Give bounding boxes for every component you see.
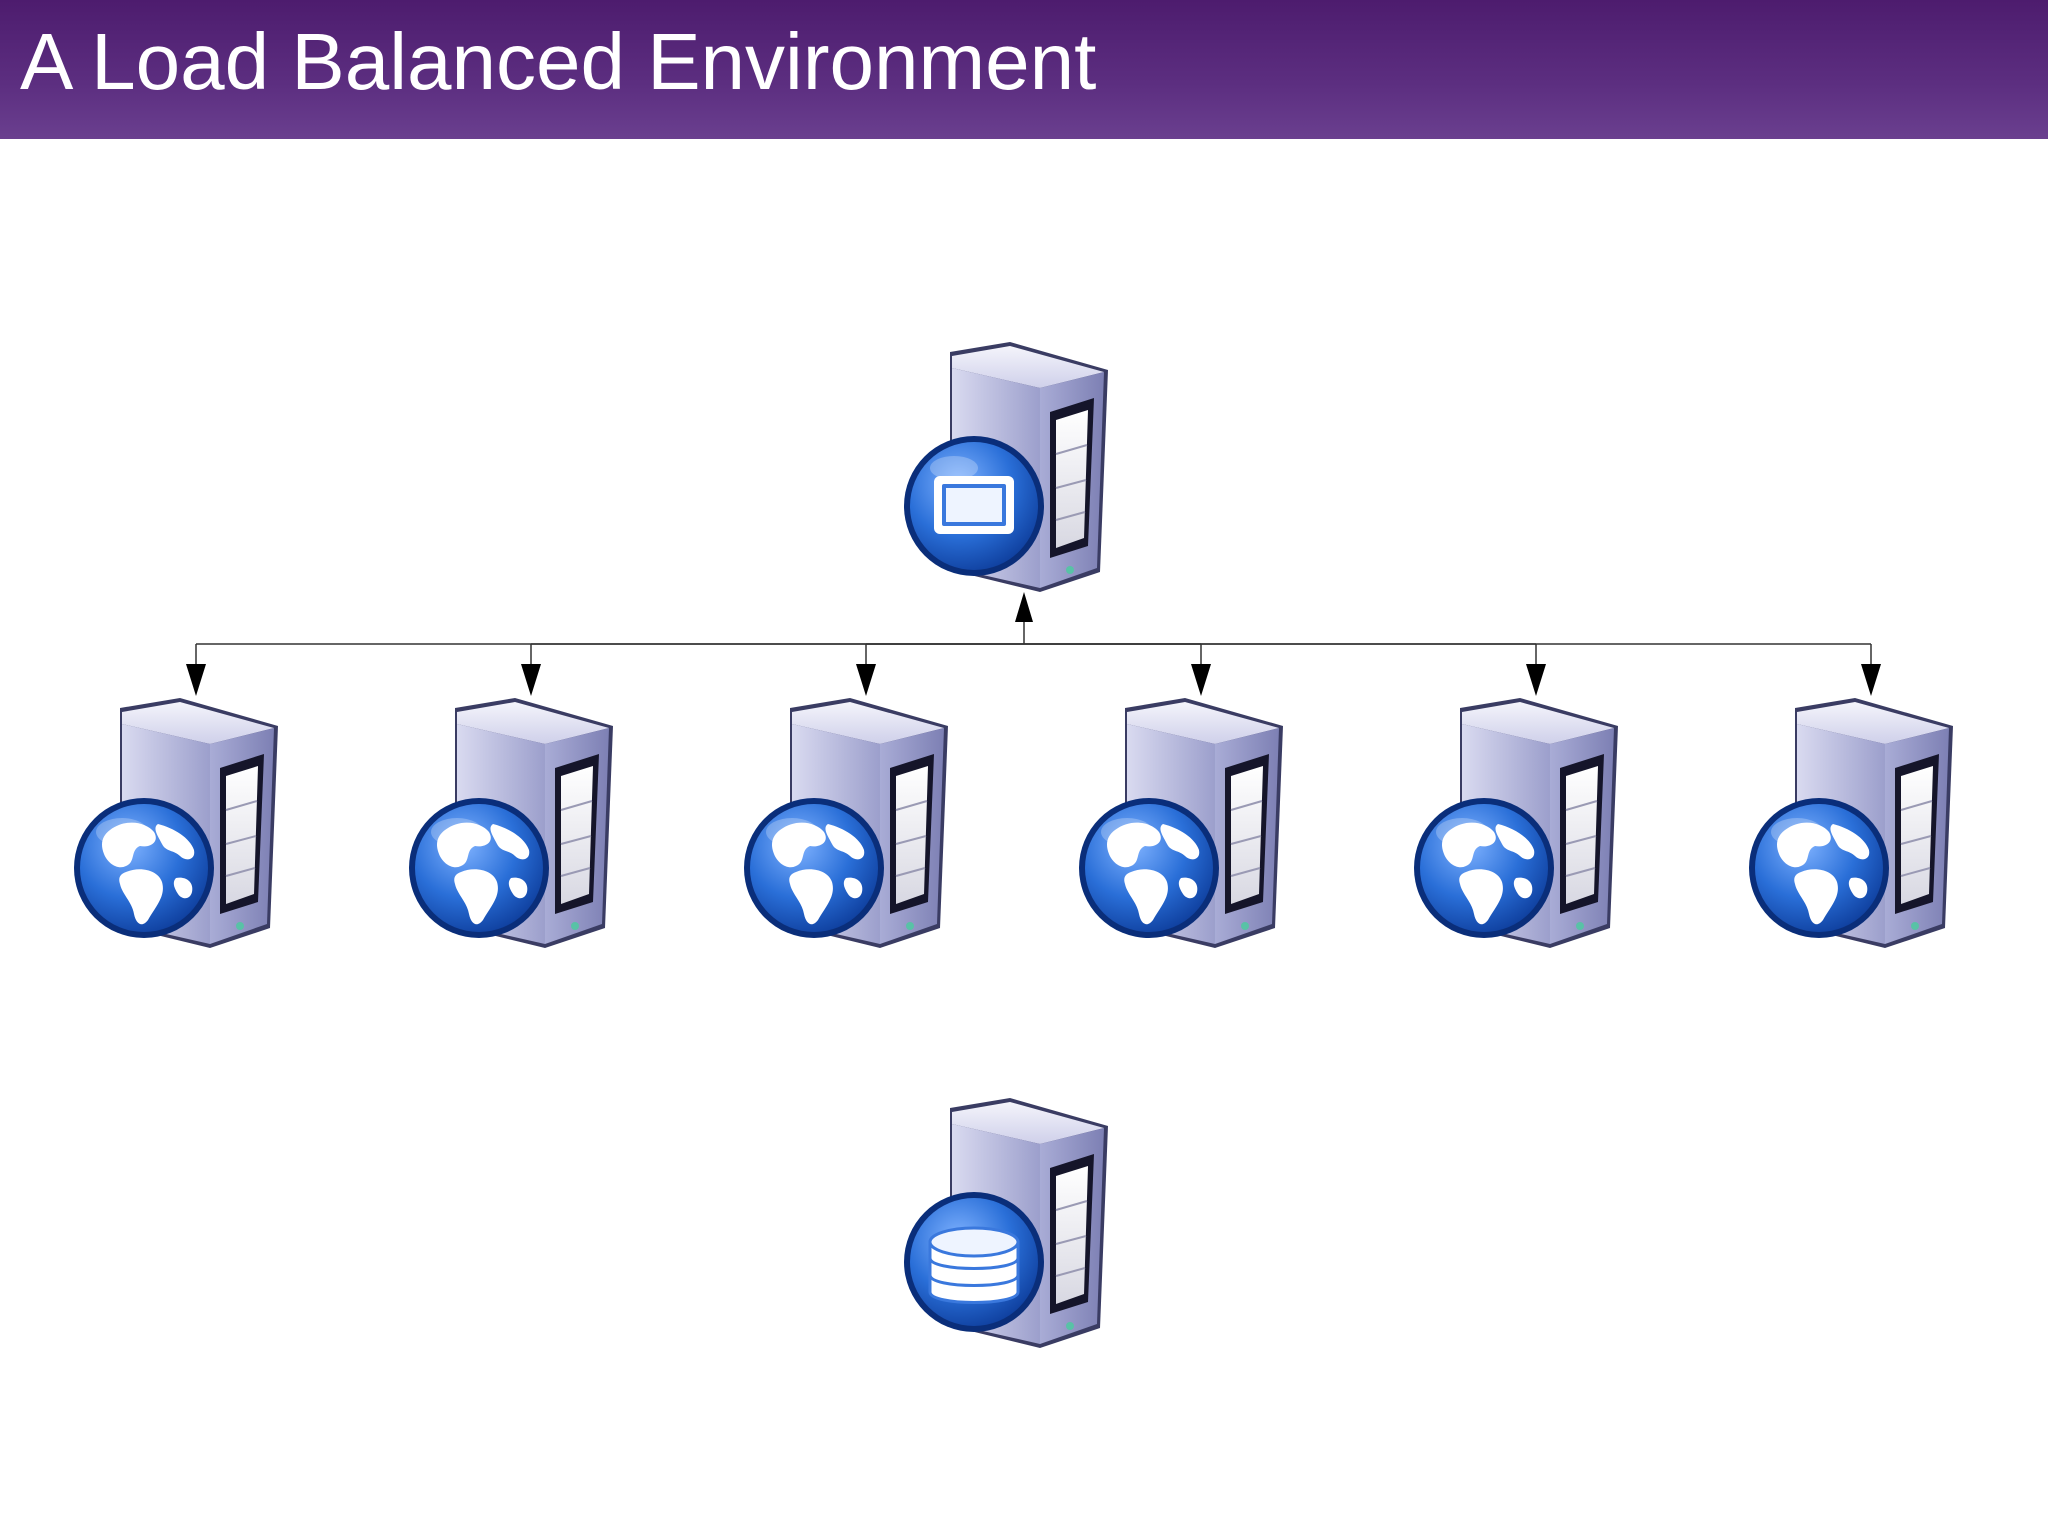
- window-badge-icon: [904, 436, 1044, 576]
- globe-badge-icon: [74, 798, 214, 938]
- title-bar: A Load Balanced Environment: [0, 0, 2048, 139]
- drop-arrowhead: [186, 664, 206, 696]
- drop-arrowhead: [1526, 664, 1546, 696]
- drop-arrowhead: [856, 664, 876, 696]
- connector-lines: [186, 592, 1881, 696]
- globe-badge-icon: [1079, 798, 1219, 938]
- slide-title: A Load Balanced Environment: [20, 17, 1097, 106]
- drop-arrowhead: [521, 664, 541, 696]
- web-server-5-node: [1414, 697, 1619, 949]
- globe-badge-icon: [744, 798, 884, 938]
- load-balancer-node: [904, 341, 1109, 593]
- uplink-arrowhead: [1015, 592, 1033, 622]
- web-server-1-node: [74, 697, 279, 949]
- database-server-node: [902, 1097, 1109, 1349]
- drop-arrowhead: [1861, 664, 1881, 696]
- web-server-4-node: [1079, 697, 1284, 949]
- globe-badge-icon: [1749, 798, 1889, 938]
- web-server-2-node: [409, 697, 614, 949]
- web-server-6-node: [1749, 697, 1954, 949]
- server-nodes: [74, 341, 1954, 1349]
- drop-arrowhead: [1191, 664, 1211, 696]
- globe-badge-icon: [409, 798, 549, 938]
- globe-badge-icon: [1414, 798, 1554, 938]
- database-badge-icon: [902, 1190, 1046, 1334]
- web-server-3-node: [744, 697, 949, 949]
